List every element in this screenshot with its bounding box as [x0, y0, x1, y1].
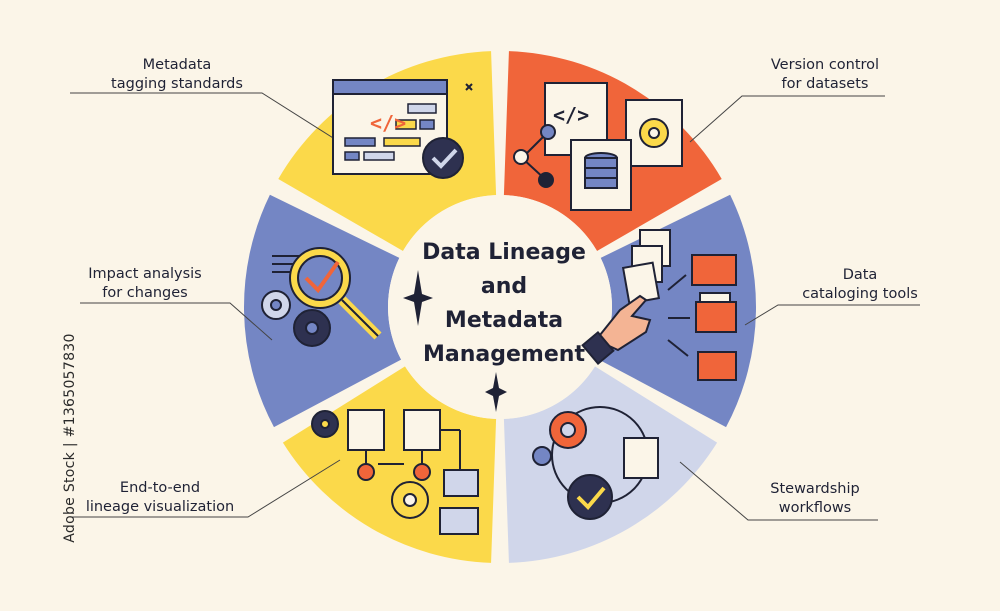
- code-window-icon: [332, 79, 473, 179]
- label-line: workflows: [778, 500, 852, 516]
- sparkle-icon: [485, 372, 507, 412]
- label-line: for changes: [102, 285, 188, 301]
- title-line-1: Data Lineage: [422, 240, 586, 265]
- segment-impact-analysis: [244, 194, 402, 428]
- label-line: cataloging tools: [802, 286, 918, 302]
- title-line-4: Management: [423, 342, 585, 367]
- leader-line-stewardship: [679, 461, 878, 521]
- label-line: Data: [842, 267, 878, 283]
- label-impact-analysis: Impact analysis for changes: [70, 265, 220, 303]
- stewardship-icon: [532, 406, 659, 520]
- cataloging-icon: [581, 229, 737, 381]
- code-glyph-red: </>: [370, 111, 406, 135]
- label-line: Impact analysis: [88, 266, 202, 282]
- watermark-text: Adobe Stock | #1365057830: [62, 333, 78, 543]
- leader-line-version-control: [689, 95, 885, 143]
- sparkle-icon: [403, 270, 433, 326]
- label-line: tagging standards: [111, 76, 243, 92]
- title-line-3: Metadata: [444, 308, 564, 333]
- leader-line-impact-analysis: [80, 302, 273, 341]
- label-line: Metadata: [142, 57, 212, 73]
- lineage-flow-icon: [311, 409, 479, 535]
- label-line: for datasets: [781, 76, 869, 92]
- title-line-2: and: [480, 274, 528, 299]
- leader-line-data-cataloging: [744, 304, 920, 326]
- version-control-icon: [513, 82, 683, 211]
- impact-analysis-icon: [261, 247, 382, 347]
- label-data-cataloging: Data cataloging tools: [770, 266, 950, 304]
- label-line: End-to-end: [119, 480, 201, 496]
- label-metadata-tagging: Metadata tagging standards: [72, 56, 282, 94]
- code-glyph-dark: </>: [553, 103, 589, 127]
- label-line: lineage visualization: [85, 499, 235, 515]
- label-stewardship: Stewardship workflows: [740, 480, 890, 518]
- label-line: Stewardship: [770, 481, 860, 497]
- label-version-control: Version control for datasets: [745, 56, 905, 94]
- center-title: Data Lineage and Metadata Management: [404, 236, 604, 372]
- leader-line-end-to-end: [70, 459, 341, 518]
- label-line: Version control: [770, 57, 880, 73]
- center-circle: [388, 195, 612, 419]
- label-end-to-end: End-to-end lineage visualization: [70, 479, 250, 517]
